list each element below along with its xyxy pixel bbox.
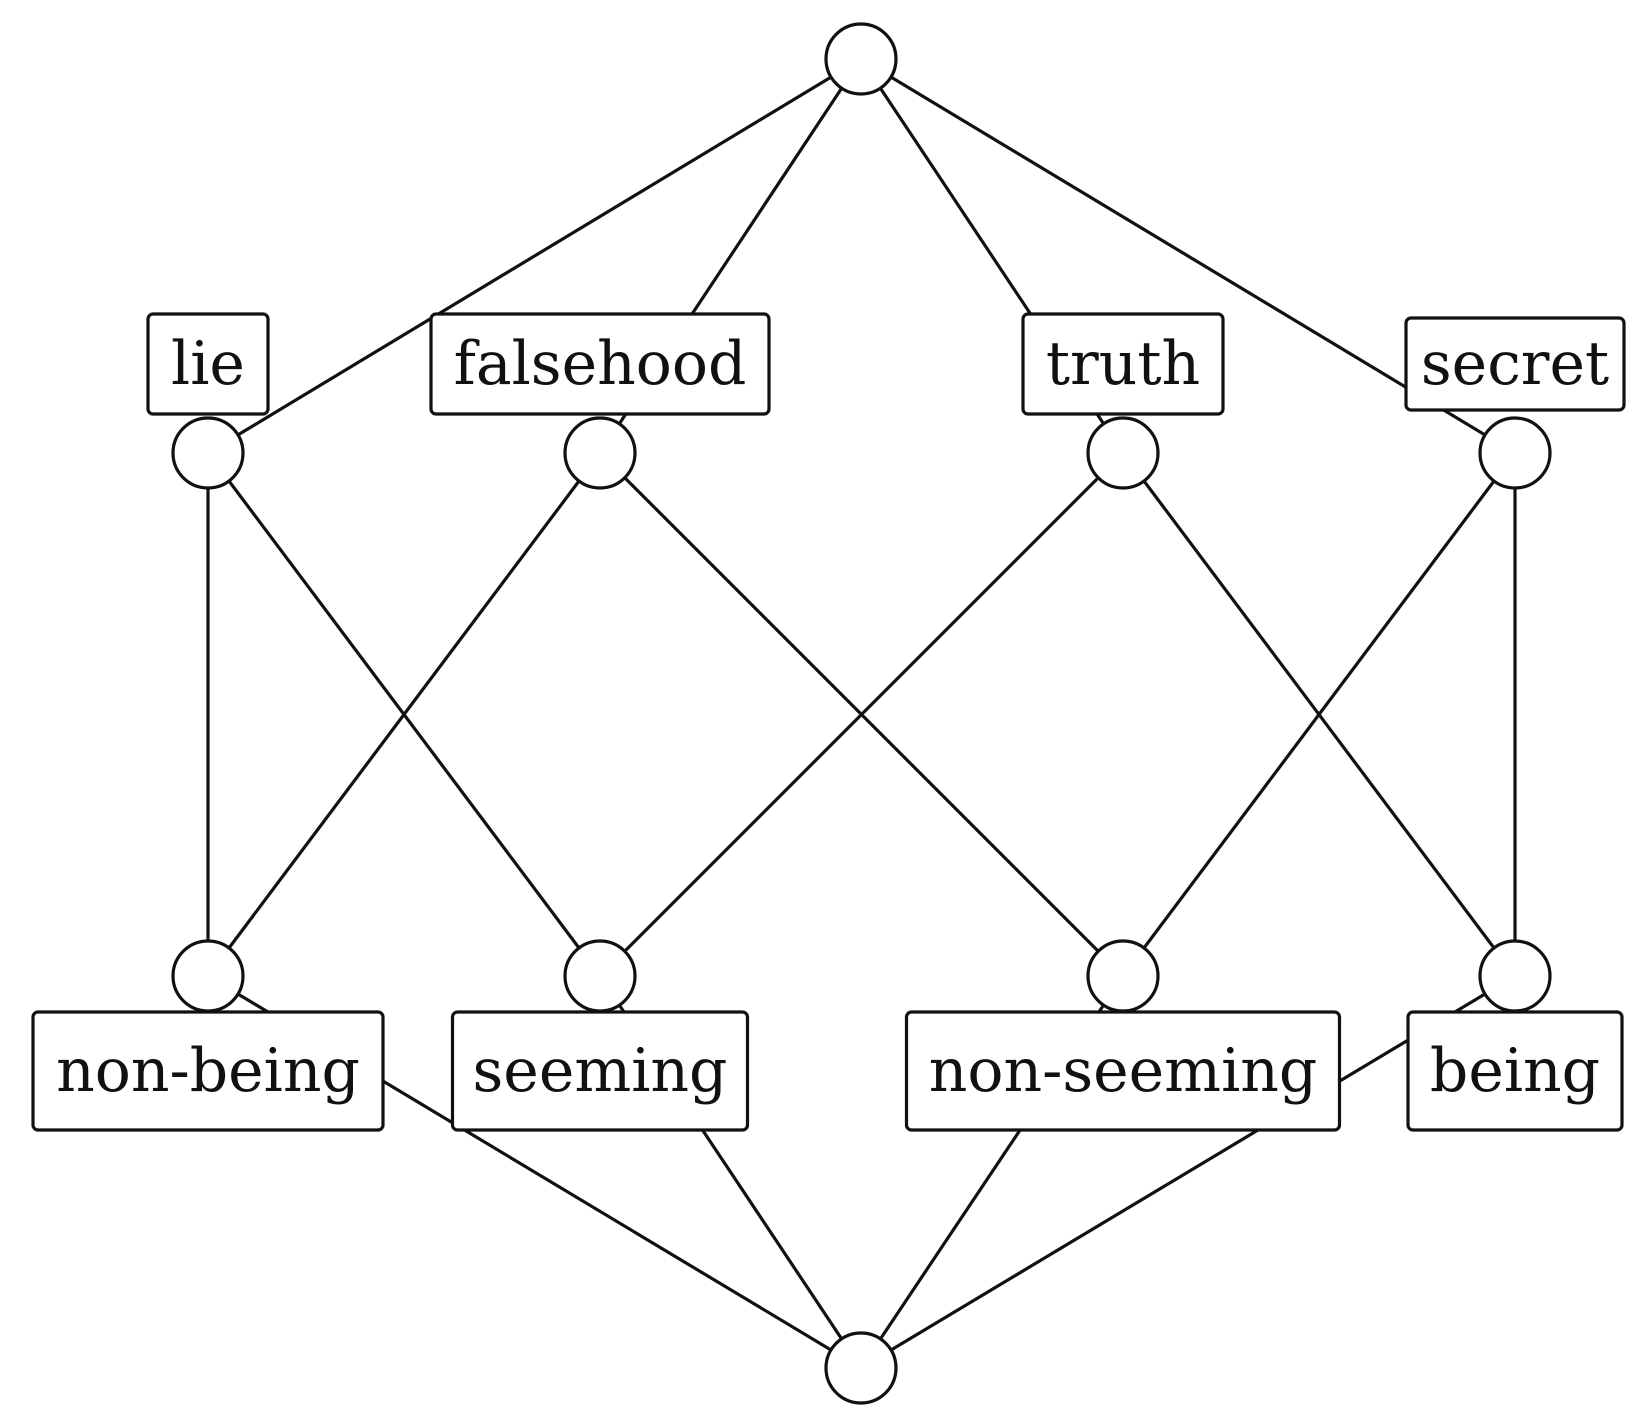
edge-top-lie	[206, 57, 863, 455]
label-non-being: non-being	[31, 1010, 385, 1132]
edge-falsehood-non-being	[206, 451, 602, 978]
label-text-secret: secret	[1421, 329, 1609, 399]
label-box-falsehood	[429, 312, 771, 416]
node-being	[1478, 939, 1552, 1013]
node-bottom	[824, 1331, 898, 1405]
edge-being-bottom	[859, 974, 1517, 1370]
node-secret	[1478, 416, 1552, 490]
node-top	[824, 22, 898, 96]
node-truth	[1086, 416, 1160, 490]
label-non-seeming: non-seeming	[904, 1010, 1342, 1132]
nodes-layer	[171, 22, 1552, 1405]
label-text-being: being	[1430, 1036, 1600, 1106]
node-seeming	[563, 939, 637, 1013]
label-falsehood: falsehood	[429, 312, 771, 416]
edge-secret-non-seeming	[1121, 451, 1517, 978]
label-truth: truth	[1021, 312, 1225, 416]
label-lie: lie	[146, 312, 270, 416]
label-text-non-being: non-being	[56, 1036, 360, 1106]
label-box-lie	[146, 312, 270, 416]
label-box-secret	[1404, 316, 1626, 412]
node-lie	[171, 416, 245, 490]
node-non-being	[171, 939, 245, 1013]
label-text-falsehood: falsehood	[454, 329, 747, 399]
labels-layer: lie falsehood truth secret non-being seeming n…	[31, 312, 1626, 1132]
label-text-lie: lie	[171, 329, 245, 399]
label-box-truth	[1021, 312, 1225, 416]
label-seeming: seeming	[450, 1010, 750, 1132]
node-non-seeming	[1086, 939, 1160, 1013]
label-being: being	[1406, 1010, 1624, 1132]
label-secret: secret	[1404, 316, 1626, 412]
edges-layer	[206, 57, 1517, 1370]
edge-truth-seeming	[598, 451, 1125, 978]
node-falsehood	[563, 416, 637, 490]
label-text-truth: truth	[1046, 329, 1200, 399]
label-text-seeming: seeming	[473, 1036, 728, 1106]
label-text-non-seeming: non-seeming	[929, 1036, 1318, 1106]
